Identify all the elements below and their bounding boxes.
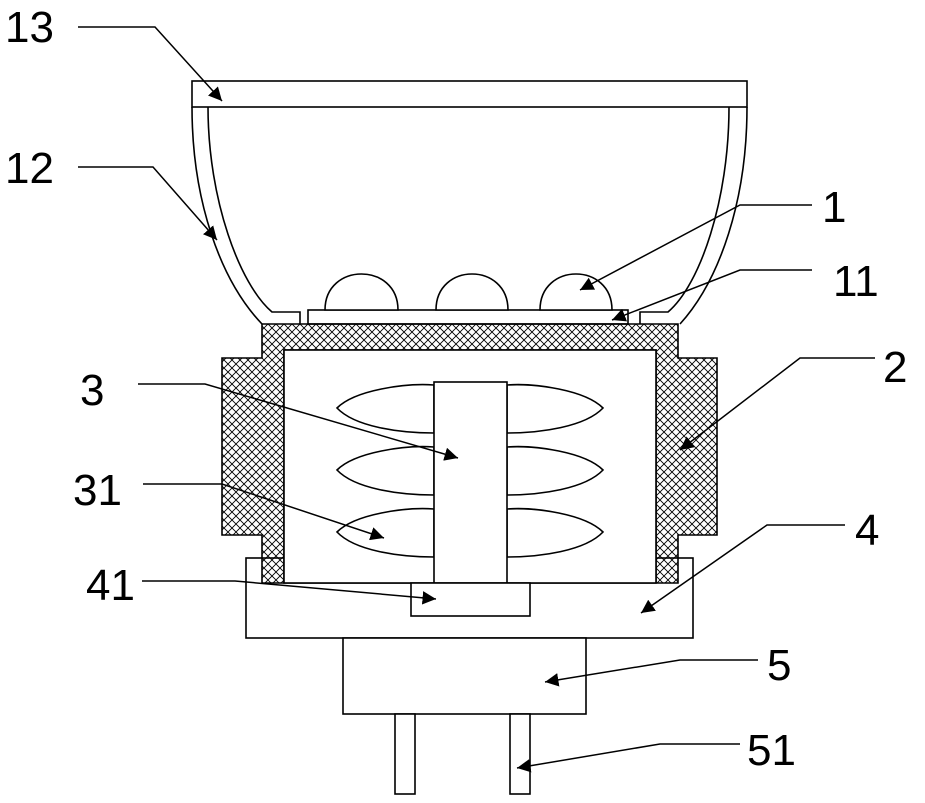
callout-41: 41 (86, 561, 135, 610)
callout-5: 5 (767, 641, 791, 690)
plug-pin-right (510, 714, 530, 794)
led-chip-1 (325, 274, 398, 310)
callout-11: 11 (833, 257, 879, 306)
callout-31: 31 (73, 466, 122, 515)
leader-51 (517, 744, 740, 768)
callout-4: 4 (855, 506, 879, 555)
leader-1 (580, 205, 812, 290)
callout-2: 2 (883, 343, 907, 392)
led-chip-2 (436, 274, 508, 310)
callout-1: 1 (822, 183, 846, 232)
callout-12: 12 (5, 144, 54, 193)
reflector-outer-right (680, 107, 747, 324)
callout-13: 13 (5, 3, 54, 52)
plug-body (343, 638, 586, 714)
plug-pin-left (395, 714, 415, 794)
motor-block (411, 583, 530, 616)
leader-12 (78, 167, 217, 240)
lens-cover (192, 81, 747, 107)
reflector-outer-left (192, 107, 262, 324)
led-board (308, 310, 628, 324)
reflector-inner-left (208, 107, 300, 324)
callout-3: 3 (80, 366, 104, 415)
callout-51: 51 (747, 726, 796, 775)
fan-shaft (434, 382, 507, 583)
